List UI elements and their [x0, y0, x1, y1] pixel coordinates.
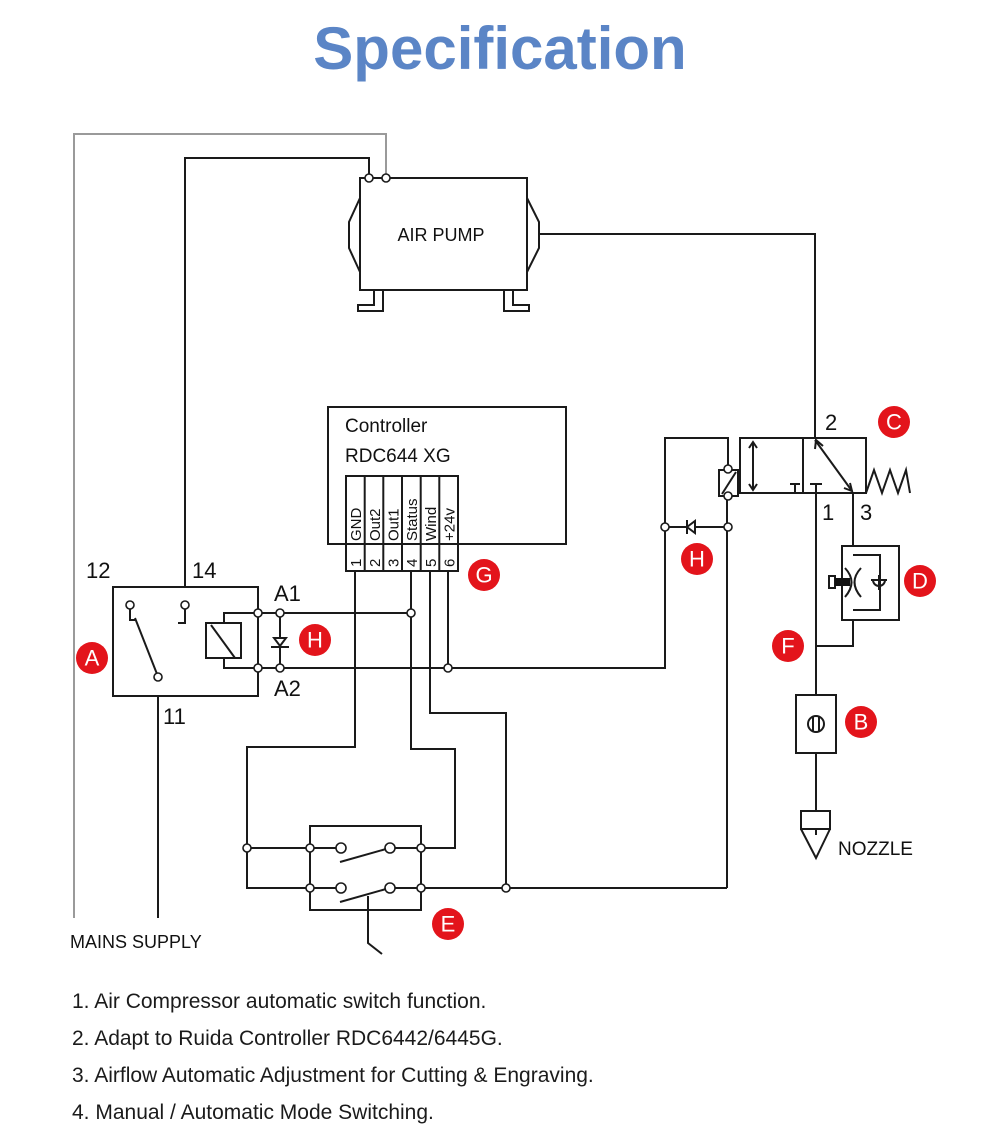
badge-d-text: D — [912, 569, 928, 594]
controller-model: RDC644 XG — [345, 446, 451, 467]
badge-h-valve: H — [681, 543, 713, 575]
controller-label: Controller — [345, 416, 428, 437]
badge-c: C — [878, 406, 910, 438]
relay-terminal-14: 14 — [192, 558, 216, 583]
feature-list: 1. Air Compressor automatic switch funct… — [72, 983, 594, 1131]
pin-num-1: 1 — [348, 559, 365, 567]
pin-num-4: 4 — [404, 559, 421, 567]
pin-name-1: GND — [348, 508, 365, 542]
mode-switch — [242, 825, 727, 955]
badge-b: B — [845, 706, 877, 738]
feature-item: 3. Airflow Automatic Adjustment for Cutt… — [72, 1064, 594, 1087]
relay-terminal-12: 12 — [86, 558, 110, 583]
badge-h-relay: H — [299, 624, 331, 656]
valve-port-3: 3 — [860, 500, 872, 525]
feature-item: 1. Air Compressor automatic switch funct… — [72, 990, 487, 1013]
air-pump-label: AIR PUMP — [397, 225, 484, 245]
feature-item: 2. Adapt to Ruida Controller RDC6442/644… — [72, 1027, 503, 1050]
wire-gnd — [246, 571, 356, 889]
badge-e-text: E — [441, 912, 456, 937]
badge-h-valve-text: H — [689, 547, 705, 572]
badge-a: A — [76, 642, 108, 674]
badge-f-text: F — [781, 634, 794, 659]
badge-c-text: C — [886, 410, 902, 435]
controller: Controller RDC644 XG GND Out2 Out1 Statu… — [327, 406, 567, 572]
badge-a-text: A — [85, 646, 100, 671]
pin-num-3: 3 — [386, 559, 403, 567]
pin-num-5: 5 — [423, 559, 440, 567]
flow-control-valve — [815, 493, 900, 835]
badge-f: F — [772, 630, 804, 662]
valve-port-2: 2 — [825, 410, 837, 435]
controller-pin-labels: GND Out2 Out1 Status Wind +24v 1 2 3 4 5… — [348, 498, 459, 567]
wire-relay14-pump — [184, 157, 370, 603]
badge-e: E — [432, 908, 464, 940]
mains-wire-live — [73, 133, 387, 918]
badge-d: D — [904, 565, 936, 597]
wire-status — [410, 571, 456, 849]
page-title: Specification — [313, 15, 687, 82]
badge-h-relay-text: H — [307, 628, 323, 653]
nozzle-label: NOZZLE — [838, 839, 913, 860]
badge-g: G — [468, 559, 500, 591]
pin-name-4: Status — [404, 498, 421, 541]
pin-num-2: 2 — [367, 559, 384, 567]
pin-name-3: Out1 — [386, 508, 403, 541]
pin-name-6: +24v — [442, 508, 459, 541]
badge-g-text: G — [475, 563, 492, 588]
relay-terminal-a2: A2 — [274, 676, 301, 701]
pin-name-2: Out2 — [367, 508, 384, 541]
pin-name-5: Wind — [423, 507, 440, 541]
valve-port-1: 1 — [822, 500, 834, 525]
badge-b-text: B — [854, 710, 869, 735]
pin-num-6: 6 — [442, 559, 459, 567]
feature-item: 4. Manual / Automatic Mode Switching. — [72, 1101, 434, 1124]
relay-terminal-a1: A1 — [274, 581, 301, 606]
air-filter — [795, 694, 837, 754]
solenoid-valve: 2 1 3 — [660, 410, 911, 535]
relay: 12 14 11 A1 A2 — [86, 558, 301, 729]
wire-wind — [429, 571, 507, 888]
nozzle: NOZZLE — [800, 810, 913, 861]
mains-supply-label: MAINS SUPPLY — [70, 932, 202, 952]
relay-terminal-11: 11 — [163, 704, 186, 729]
air-line-pump-valve — [539, 233, 816, 438]
air-pump: AIR PUMP — [348, 173, 540, 312]
